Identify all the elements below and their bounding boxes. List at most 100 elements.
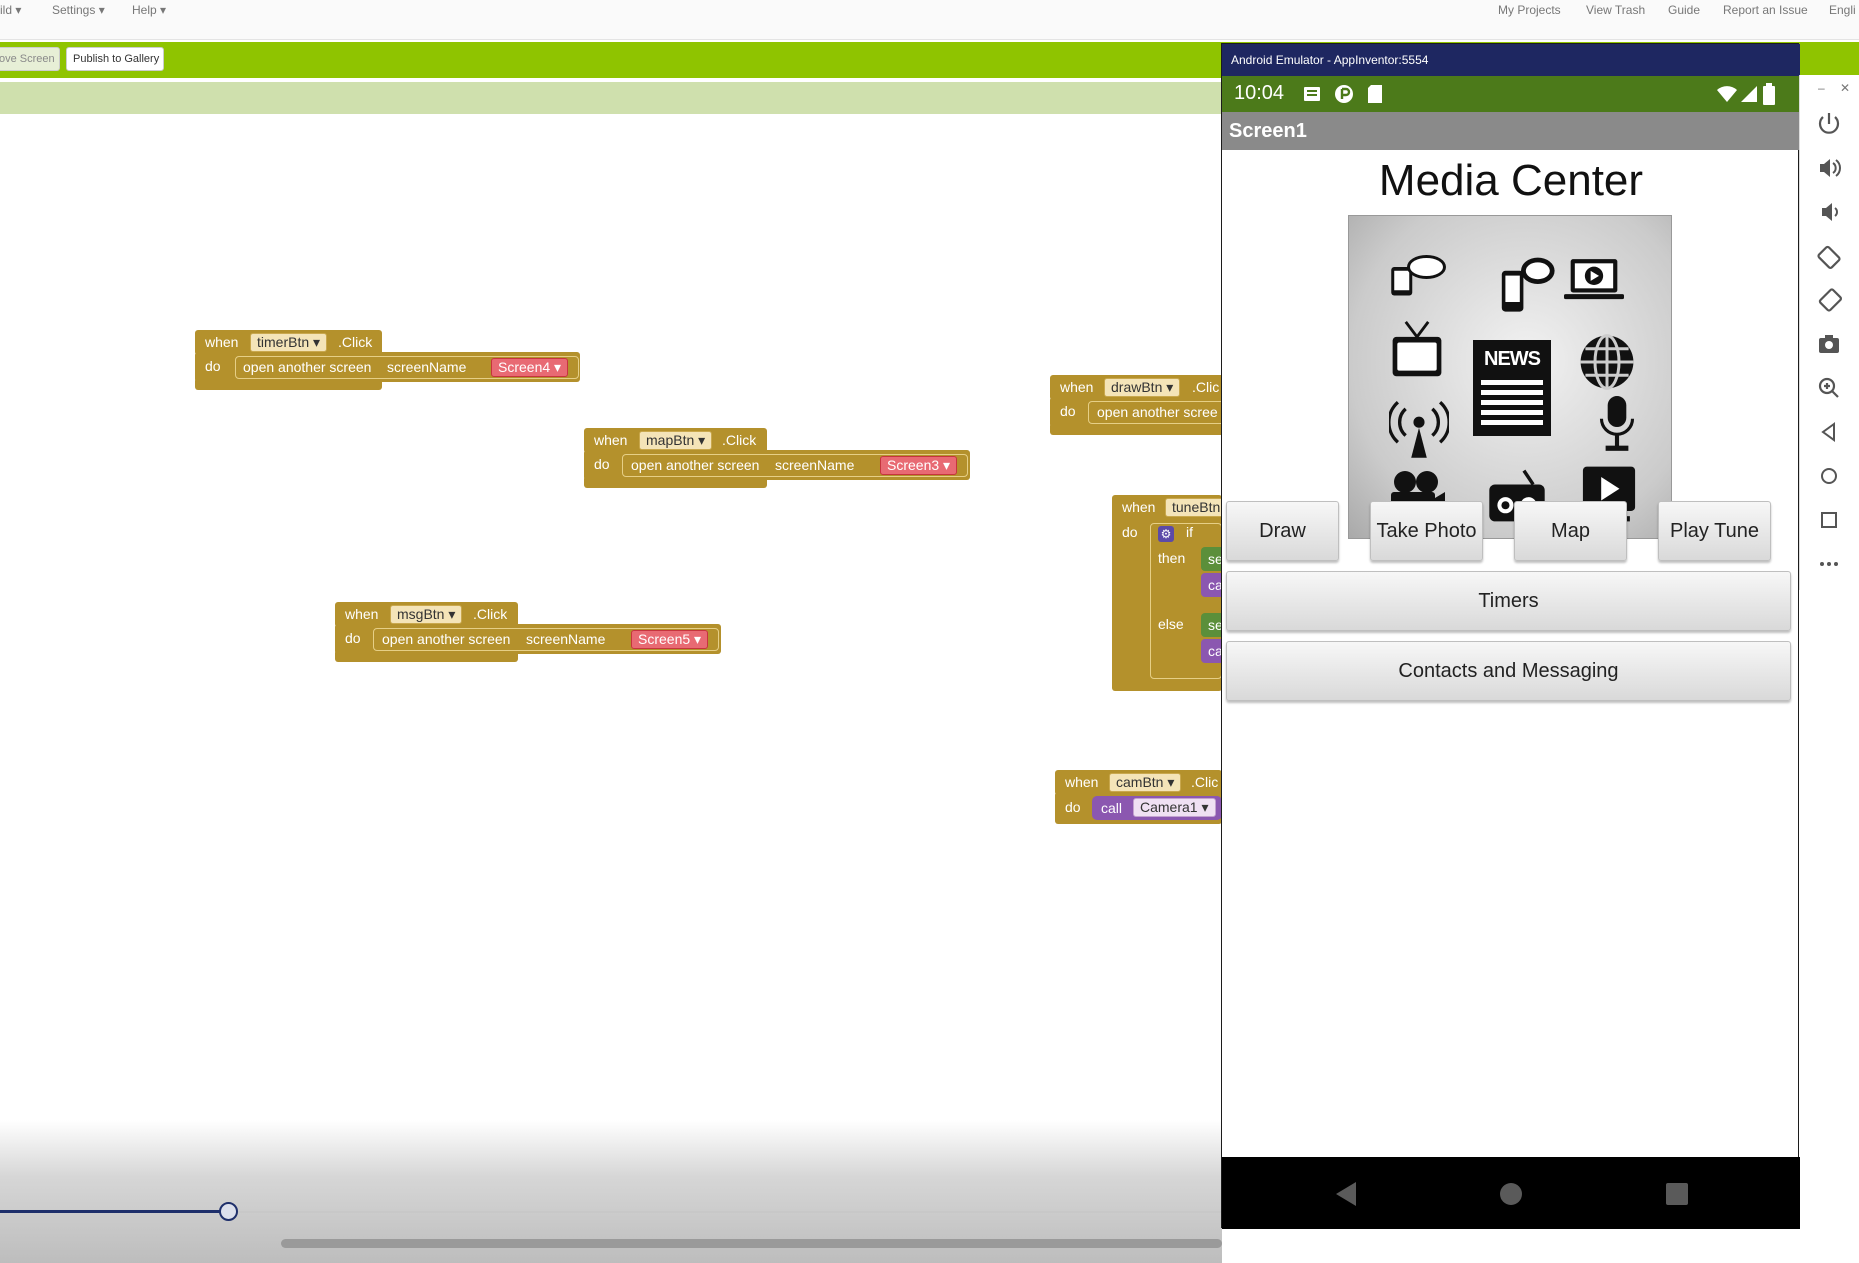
param-label: screenName bbox=[387, 359, 467, 375]
event-label: .Click bbox=[473, 606, 508, 622]
screen-value-dropdown[interactable]: Screen4 ▾ bbox=[491, 358, 569, 377]
camera-dropdown[interactable]: Camera1 ▾ bbox=[1133, 798, 1216, 817]
microphone-icon bbox=[1599, 396, 1635, 451]
rotate-left-icon[interactable] bbox=[1812, 239, 1846, 273]
gear-icon[interactable]: ⚙ bbox=[1158, 526, 1174, 542]
action-label: open another screen bbox=[382, 631, 511, 647]
my-projects-link[interactable]: My Projects bbox=[1498, 3, 1561, 17]
remove-screen-button[interactable]: ove Screen bbox=[0, 47, 60, 71]
draw-button[interactable]: Draw bbox=[1226, 501, 1339, 561]
when-label: when bbox=[1122, 499, 1156, 515]
if-label: if bbox=[1186, 524, 1193, 540]
call-label: call bbox=[1101, 800, 1123, 816]
component-dropdown[interactable]: mapBtn ▾ bbox=[639, 431, 713, 450]
tv-icon bbox=[1392, 321, 1442, 377]
else-label: else bbox=[1158, 616, 1184, 632]
notification-icon bbox=[1304, 87, 1320, 101]
when-label: when bbox=[594, 432, 628, 448]
screen-value-dropdown[interactable]: Screen5 ▾ bbox=[631, 630, 709, 649]
blocks-workspace[interactable]: when timerBtn ▾ .Click do open another s… bbox=[0, 120, 1222, 1240]
event-label: .Click bbox=[338, 334, 373, 350]
overview-icon[interactable] bbox=[1812, 503, 1846, 537]
globe-icon bbox=[1580, 334, 1634, 390]
scroll-track[interactable] bbox=[281, 1239, 1222, 1248]
component-dropdown[interactable]: camBtn ▾ bbox=[1109, 773, 1182, 792]
video-scrubber-handle[interactable] bbox=[219, 1202, 238, 1221]
tablet-chat-icon bbox=[1391, 255, 1446, 296]
blocks-subbar bbox=[0, 82, 1222, 114]
play-tune-button[interactable]: Play Tune bbox=[1658, 501, 1771, 561]
event-label: .Clic bbox=[1192, 379, 1220, 395]
call-block[interactable]: ca bbox=[1208, 577, 1222, 593]
call-block[interactable]: ca bbox=[1208, 643, 1222, 659]
video-progress-fill bbox=[0, 1210, 229, 1213]
component-dropdown[interactable]: msgBtn ▾ bbox=[390, 605, 463, 624]
param-label: screenName bbox=[775, 457, 855, 473]
when-label: when bbox=[345, 606, 379, 622]
take-photo-button[interactable]: Take Photo bbox=[1370, 501, 1483, 561]
then-label: then bbox=[1158, 550, 1186, 566]
map-button[interactable]: Map bbox=[1514, 501, 1627, 561]
minimize-icon[interactable]: – bbox=[1818, 81, 1825, 95]
do-label: do bbox=[1122, 524, 1138, 540]
setter-block[interactable]: se bbox=[1208, 617, 1222, 633]
do-label: do bbox=[594, 456, 610, 472]
volume-down-icon[interactable] bbox=[1812, 195, 1846, 229]
sd-card-icon bbox=[1368, 85, 1382, 103]
build-menu[interactable]: ild ▾ bbox=[0, 3, 22, 17]
power-icon[interactable] bbox=[1812, 107, 1846, 141]
action-label: open another screen bbox=[631, 457, 760, 473]
help-menu[interactable]: Help ▾ bbox=[132, 3, 167, 17]
do-label: do bbox=[1060, 403, 1076, 419]
do-label: do bbox=[205, 358, 221, 374]
component-dropdown[interactable]: drawBtn ▾ bbox=[1104, 378, 1181, 397]
status-time: 10:04 bbox=[1234, 82, 1285, 104]
rotate-right-icon[interactable] bbox=[1812, 283, 1846, 317]
action-label: open another scree bbox=[1097, 404, 1218, 420]
home-icon[interactable] bbox=[1499, 1182, 1523, 1206]
laptop-play-icon bbox=[1564, 259, 1624, 300]
emulator-title-bar: Android Emulator - AppInventor:5554 bbox=[1222, 44, 1800, 76]
play-services-icon bbox=[1335, 85, 1353, 103]
video-progress-track[interactable] bbox=[0, 1211, 1222, 1213]
emulator-side-toolbar: – ✕ bbox=[1799, 75, 1859, 590]
publish-gallery-button[interactable]: Publish to Gallery bbox=[66, 47, 164, 71]
volume-up-icon[interactable] bbox=[1812, 151, 1846, 185]
android-nav-bar bbox=[1222, 1157, 1800, 1229]
settings-menu[interactable]: Settings ▾ bbox=[52, 3, 105, 17]
android-emulator-window: Android Emulator - AppInventor:5554 10:0… bbox=[1221, 43, 1800, 1229]
when-label: when bbox=[1060, 379, 1094, 395]
report-issue-link[interactable]: Report an Issue bbox=[1723, 3, 1808, 17]
top-menu-bar: ild ▾ Settings ▾ Help ▾ My Projects View… bbox=[0, 0, 1859, 40]
camera-icon[interactable] bbox=[1812, 327, 1846, 361]
action-label: open another screen bbox=[243, 359, 372, 375]
contacts-messaging-button[interactable]: Contacts and Messaging bbox=[1226, 641, 1791, 701]
screen-value-dropdown[interactable]: Screen3 ▾ bbox=[880, 456, 958, 475]
news-label: NEWS bbox=[1484, 348, 1541, 370]
wifi-icon bbox=[1717, 86, 1737, 102]
home-icon[interactable] bbox=[1812, 459, 1846, 493]
zoom-icon[interactable] bbox=[1812, 371, 1846, 405]
signal-icon bbox=[1741, 86, 1757, 102]
event-label: .Click bbox=[722, 432, 757, 448]
when-label: when bbox=[1065, 774, 1099, 790]
more-options-icon[interactable] bbox=[1812, 547, 1846, 581]
event-label: .Clic bbox=[1191, 774, 1219, 790]
back-icon[interactable] bbox=[1334, 1181, 1358, 1207]
android-status-bar: 10:04 bbox=[1222, 76, 1800, 112]
guide-link[interactable]: Guide bbox=[1668, 3, 1701, 17]
do-label: do bbox=[1065, 799, 1081, 815]
back-icon[interactable] bbox=[1812, 415, 1846, 449]
newspaper-icon bbox=[1473, 340, 1551, 436]
media-icons-image: NEWS bbox=[1348, 215, 1672, 539]
component-dropdown[interactable]: tuneBtn bbox=[1165, 498, 1222, 517]
timers-button[interactable]: Timers bbox=[1226, 571, 1791, 631]
close-icon[interactable]: ✕ bbox=[1840, 81, 1851, 95]
component-dropdown[interactable]: timerBtn ▾ bbox=[250, 333, 328, 352]
broadcast-icon bbox=[1389, 400, 1449, 458]
app-title-bar: Screen1 bbox=[1222, 112, 1800, 150]
language-menu[interactable]: Engli bbox=[1829, 3, 1856, 17]
recents-icon[interactable] bbox=[1665, 1182, 1689, 1206]
setter-block[interactable]: se bbox=[1208, 551, 1222, 567]
view-trash-link[interactable]: View Trash bbox=[1586, 3, 1646, 17]
